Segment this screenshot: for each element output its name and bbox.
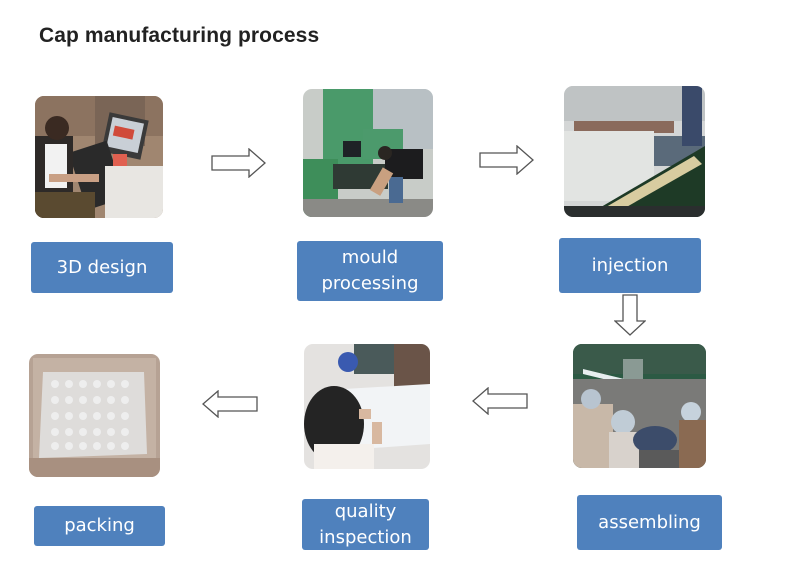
step-label-text: assembling bbox=[598, 511, 701, 533]
step-label-quality-inspection: quality inspection bbox=[302, 499, 429, 550]
photo-packing bbox=[29, 354, 160, 477]
step-label-packing: packing bbox=[34, 506, 165, 546]
arrow-right-icon bbox=[211, 148, 267, 178]
step-label-text: packing bbox=[64, 515, 135, 536]
photo-assembling bbox=[573, 344, 706, 468]
arrow-right-icon bbox=[479, 145, 535, 175]
step-label-text: quality inspection bbox=[319, 500, 412, 548]
step-label-3d-design: 3D design bbox=[31, 242, 173, 293]
step-label-mould-processing: mould processing bbox=[297, 241, 443, 301]
step-label-text: mould processing bbox=[321, 247, 419, 294]
step-label-text: injection bbox=[591, 254, 669, 276]
step-label-assembling: assembling bbox=[577, 495, 722, 550]
photo-3d-design bbox=[35, 96, 163, 218]
arrow-down-icon bbox=[614, 294, 646, 336]
step-label-text: 3D design bbox=[56, 256, 148, 278]
step-label-injection: injection bbox=[559, 238, 701, 293]
arrow-left-icon bbox=[472, 387, 528, 415]
photo-quality-inspection bbox=[304, 344, 430, 469]
arrow-left-icon bbox=[202, 390, 258, 418]
diagram-title: Cap manufacturing process bbox=[39, 24, 320, 47]
photo-mould-processing bbox=[303, 89, 433, 217]
photo-injection bbox=[564, 86, 705, 217]
